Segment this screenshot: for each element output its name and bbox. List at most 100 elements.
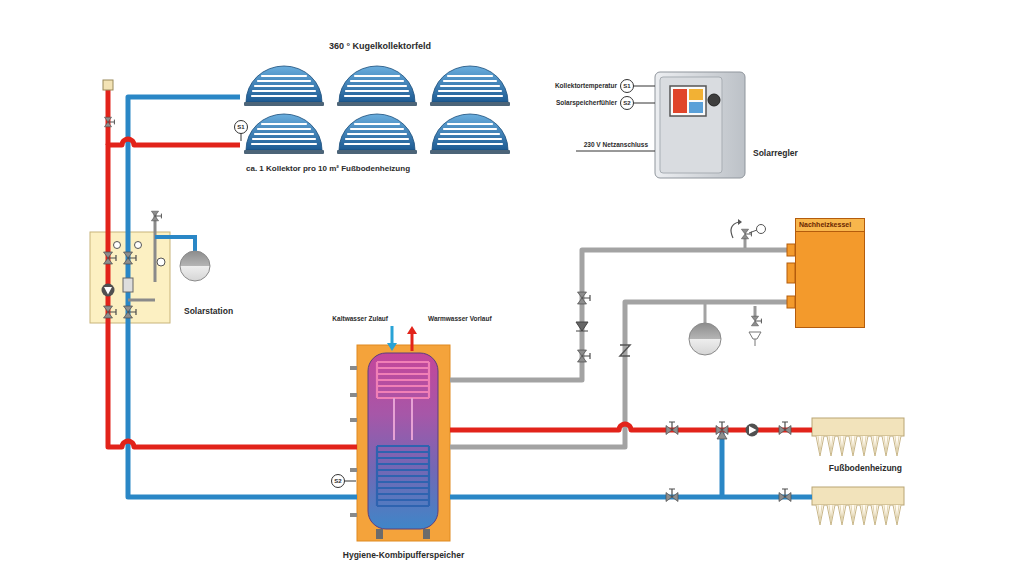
pipe-connector [108,323,357,447]
valve-symbol [104,117,114,127]
boiler-socket [787,263,795,283]
leader-line [241,134,242,142]
pipe-connector [128,323,357,497]
device-label: Fußbodenheizung [829,464,902,474]
boiler-socket [787,296,795,308]
text-slot: S1 [237,124,244,130]
tank-body [368,353,438,529]
group-heading: 360 ° Kugelkollektorfeld [240,41,520,51]
controller-front [660,77,722,173]
controller-housing [655,72,745,178]
sensor-number: S2 [334,478,341,484]
text-slot: Kollektortemperatur [555,82,617,89]
text-slot: 360 ° Kugelkollektorfeld [240,41,520,51]
pipe-label: Kaltwasser Zulauf [332,315,388,322]
valve-symbol [779,422,791,435]
sphere-collector [244,114,324,154]
air-vent [103,80,113,90]
gauge-symbol [157,258,165,266]
text-slot: Hygiene-Kombipufferspeicher [343,551,464,561]
valve-symbol [104,252,117,264]
solar-coil [377,446,429,506]
tank-socket [350,368,357,515]
text-slot: S2 [334,478,341,484]
valve-symbol [666,422,678,435]
solar-station-housing [90,232,170,323]
check-valve [620,345,630,356]
gauge-symbol [757,225,766,234]
hot-water-coil [377,362,429,398]
solar-station-box: Solarstation [90,232,170,323]
sensor-number: S1 [237,124,244,130]
controller-knob [708,94,720,106]
leader-line [345,481,357,482]
text-slot: Solarspeicherfühler [556,99,617,106]
valve-symbol [779,489,791,502]
floor-manifold [812,487,904,525]
device-label: Solarstation [184,307,233,317]
valve-symbol [104,306,117,318]
controller-screen [670,86,706,116]
sensor-number: S2 [623,100,630,106]
text-slot: 230 V Netzanschluss [584,141,648,148]
pipe-connector [128,97,240,232]
mixing-valve-port [717,431,727,439]
sensor-circle [235,121,248,134]
hot-water-arrow [411,333,414,351]
safety-valve [151,211,161,221]
vessel-pipe [155,237,195,251]
flow-meter [123,278,133,292]
power-note: 230 V Netzanschluss [584,141,648,148]
bypass-pipe [720,430,725,497]
safety-pipe [744,238,747,248]
gauge-stem [749,230,757,233]
expansion-vessel [180,251,210,281]
leader-line [576,86,655,151]
drain-funnel [749,332,761,346]
text-slot: Solarregler [753,149,798,159]
pipe-connector [108,139,240,232]
drain-valve [751,316,761,326]
buffer-tank: Hygiene-Kombipufferspeicher [357,345,450,541]
sensor-circle [621,97,634,110]
pipe-connector [450,495,812,500]
sphere-collector [244,66,324,106]
check-valve [576,322,588,331]
expansion-vessel [689,323,721,355]
text-slot: Warmwasser Vorlauf [428,315,492,322]
sphere-collector [337,114,417,154]
signal-name: Kollektortemperatur [555,82,617,89]
collector-field: 360 ° Kugelkollektorfeld ca. 1 Kollektor … [240,38,520,180]
boiler-box: Nachheizkessel [795,218,865,328]
tank-insulation [357,345,450,541]
sensor-number: S1 [623,83,630,89]
hygiene-tube [394,398,412,440]
text-slot: Solarstation [184,307,233,317]
hot-water-arrowhead [407,326,417,334]
vessel-pipe [704,302,707,323]
text-slot: ca. 1 Kollektor pro 10 m² Fußbodenheizun… [246,164,410,173]
note-text: ca. 1 Kollektor pro 10 m² Fußbodenheizun… [246,164,410,173]
text-slot: Kaltwasser Zulauf [332,315,388,322]
sphere-collector [430,66,510,106]
pump-symbol [746,424,759,437]
pump-symbol [102,284,115,297]
screen-graphic [689,89,703,100]
pipe-label: Warmwasser Vorlauf [428,315,492,322]
cold-water-arrowhead [387,343,397,351]
sphere-collector [337,66,417,106]
text-slot: Fußbodenheizung [829,464,902,474]
blow-off-arrow [731,222,739,238]
floor-manifold [812,418,904,456]
tank-leg [423,529,430,539]
gauge-symbol [135,242,142,249]
controller-box: Solarregler [655,72,745,178]
valve-symbol [578,350,591,362]
device-label: Solarregler [753,149,798,159]
device-label: Nachheizkessel [796,219,864,232]
valve-symbol [124,306,137,318]
boiler-socket [787,244,795,256]
blow-off-arrowhead [738,219,742,225]
